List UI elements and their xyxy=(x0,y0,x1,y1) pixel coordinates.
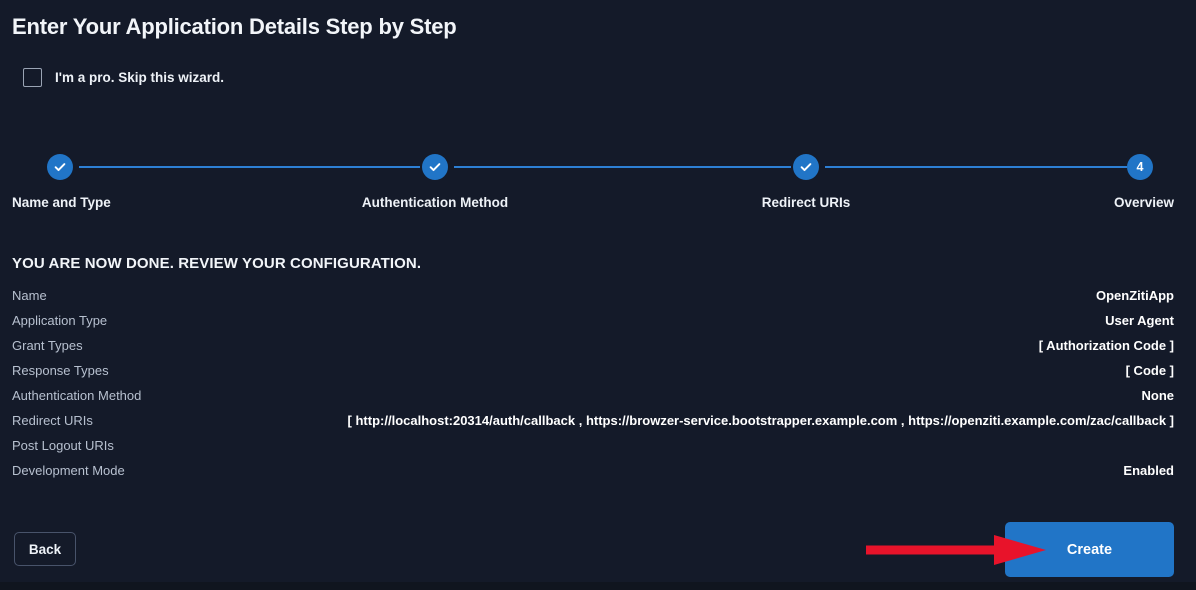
summary-label: Redirect URIs xyxy=(12,413,93,428)
check-icon xyxy=(428,160,442,174)
create-button[interactable]: Create xyxy=(1005,522,1174,577)
summary-value: None xyxy=(1141,388,1175,403)
summary-label: Name xyxy=(12,288,47,303)
check-icon xyxy=(53,160,67,174)
summary-value: [ http://localhost:20314/auth/callback ,… xyxy=(347,413,1174,428)
stepper-track: 4 xyxy=(0,146,1196,186)
back-button[interactable]: Back xyxy=(14,532,76,566)
summary-row-grant-types: Grant Types [ Authorization Code ] xyxy=(12,338,1174,363)
review-heading: YOU ARE NOW DONE. REVIEW YOUR CONFIGURAT… xyxy=(12,255,422,272)
check-icon xyxy=(799,160,813,174)
skip-wizard-row[interactable]: I'm a pro. Skip this wizard. xyxy=(23,68,224,87)
stepper-label-redirect-uris[interactable]: Redirect URIs xyxy=(761,195,851,210)
stepper-label-overview[interactable]: Overview xyxy=(1113,195,1174,210)
summary-row-development-mode: Development Mode Enabled xyxy=(12,463,1174,488)
summary-label: Authentication Method xyxy=(12,388,142,403)
summary-row-name: Name OpenZitiApp xyxy=(12,288,1174,313)
stepper-node-1[interactable] xyxy=(47,154,73,180)
stepper-node-3[interactable] xyxy=(793,154,819,180)
summary-label: Application Type xyxy=(12,313,108,328)
summary-row-post-logout-uris: Post Logout URIs xyxy=(12,438,1174,463)
wizard-stepper: 4 Name and Type Authentication Method Re… xyxy=(0,146,1196,216)
summary-label: Response Types xyxy=(12,363,109,378)
stepper-connector-2 xyxy=(454,166,791,168)
stepper-node-4[interactable]: 4 xyxy=(1127,154,1153,180)
stepper-label-name-and-type[interactable]: Name and Type xyxy=(12,195,111,210)
summary-row-application-type: Application Type User Agent xyxy=(12,313,1174,338)
stepper-node-2[interactable] xyxy=(422,154,448,180)
summary-value: [ Authorization Code ] xyxy=(1038,338,1174,353)
summary-value: OpenZitiApp xyxy=(1096,288,1174,303)
summary-row-redirect-uris: Redirect URIs [ http://localhost:20314/a… xyxy=(12,413,1174,438)
stepper-connector-3 xyxy=(825,166,1127,168)
summary-label: Grant Types xyxy=(12,338,83,353)
summary-label: Post Logout URIs xyxy=(12,438,114,453)
stepper-label-authentication-method[interactable]: Authentication Method xyxy=(361,195,509,210)
summary-value: User Agent xyxy=(1105,313,1174,328)
stepper-connector-1 xyxy=(79,166,420,168)
bottom-band xyxy=(0,582,1196,590)
summary-row-authentication-method: Authentication Method None xyxy=(12,388,1174,413)
summary-value: [ Code ] xyxy=(1125,363,1174,378)
skip-wizard-label[interactable]: I'm a pro. Skip this wizard. xyxy=(55,70,224,85)
summary-value: Enabled xyxy=(1123,463,1174,478)
summary-row-response-types: Response Types [ Code ] xyxy=(12,363,1174,388)
stepper-node-4-number: 4 xyxy=(1136,159,1144,174)
skip-wizard-checkbox[interactable] xyxy=(23,68,42,87)
page-title: Enter Your Application Details Step by S… xyxy=(12,14,457,39)
summary-label: Development Mode xyxy=(12,463,125,478)
configuration-summary: Name OpenZitiApp Application Type User A… xyxy=(12,288,1174,488)
